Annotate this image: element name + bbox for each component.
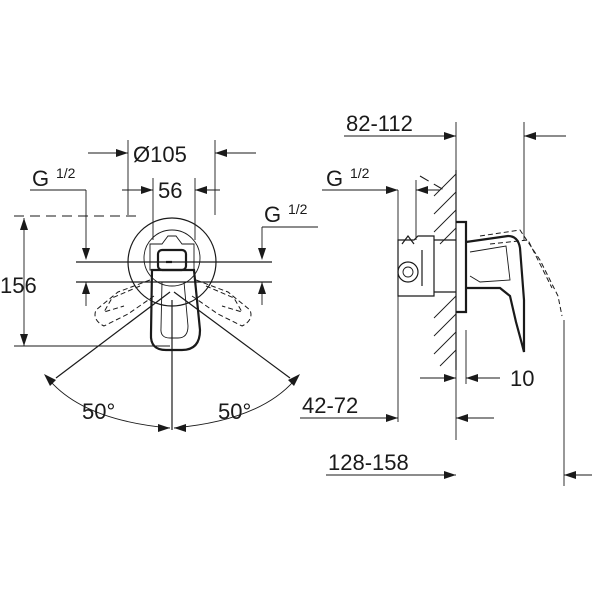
inner-range-dimension: 42-72 [300,296,494,422]
thread-left-frac: 1/2 [56,165,76,181]
width-label: 56 [158,178,182,203]
diameter-label: Ø105 [133,142,187,167]
lever-ghost-right [191,279,252,327]
angle-right-dimension: 50° [173,374,300,432]
wall-section [419,170,457,370]
lever-side [456,220,563,353]
thread-right-frac: 1/2 [288,201,308,217]
width-dimension: 56 [122,178,220,240]
valve-body-side [397,235,456,297]
thread-left-dimension: G 1/2 [14,165,140,260]
thread-side-frac: 1/2 [350,165,370,181]
total-range-dimension: 128-158 [326,320,592,486]
inner-range-label: 42-72 [302,393,358,418]
side-view: 82-112 G 1/2 [300,111,592,486]
diameter-dimension: Ø105 [88,140,256,215]
height-label: 156 [0,273,37,298]
angle-left-dimension: 50° [44,374,171,432]
lever-handle [149,268,202,352]
lever-ghost-left [94,279,155,327]
thread-left-main: G [32,166,49,191]
thread-right-main: G [264,202,281,227]
offset-label: 10 [510,366,534,391]
wall-range-label: 82-112 [346,111,413,136]
thread-side-dimension: G 1/2 [322,165,440,244]
height-dimension: 156 [0,218,170,347]
angle-right-label: 50° [218,399,251,424]
angle-left-label: 50° [82,399,115,424]
thread-side-main: G [326,166,343,191]
thread-right-dimension: G 1/2 [258,201,318,305]
front-view: Ø105 56 G 1/2 G 1/2 [0,140,318,432]
offset-dimension: 10 [420,330,534,391]
total-range-label: 128-158 [328,450,409,475]
